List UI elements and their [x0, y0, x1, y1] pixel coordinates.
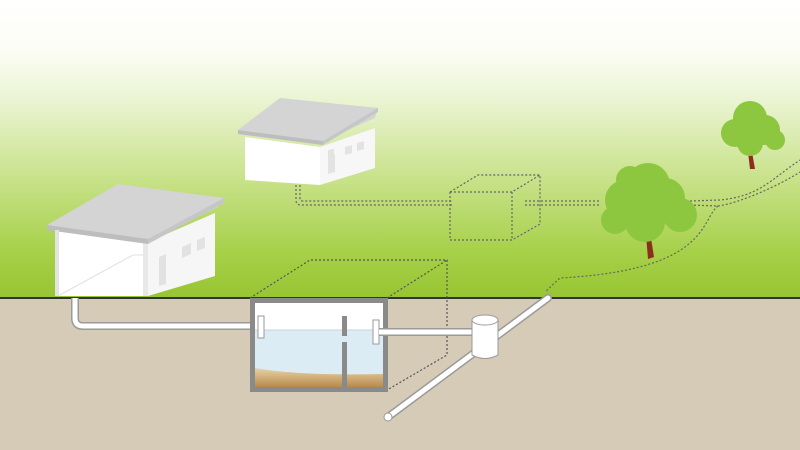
tank-baffle — [342, 316, 347, 336]
pipe-route-dashed — [295, 159, 800, 293]
hidden-shaft-dashed — [449, 174, 541, 241]
hidden-tank-dashed — [249, 259, 448, 391]
distribution-shaft — [471, 314, 499, 359]
outlet-tee — [372, 319, 380, 345]
tank-sludge — [255, 368, 383, 387]
septic-tank — [250, 298, 388, 392]
soil — [0, 298, 800, 450]
house-back — [238, 98, 378, 185]
inlet-pipe — [71, 298, 258, 330]
tree-small — [721, 101, 785, 169]
house-front — [47, 184, 224, 297]
inlet-tee — [257, 315, 265, 339]
tree-large — [601, 163, 697, 259]
drain-pipe — [383, 294, 552, 422]
